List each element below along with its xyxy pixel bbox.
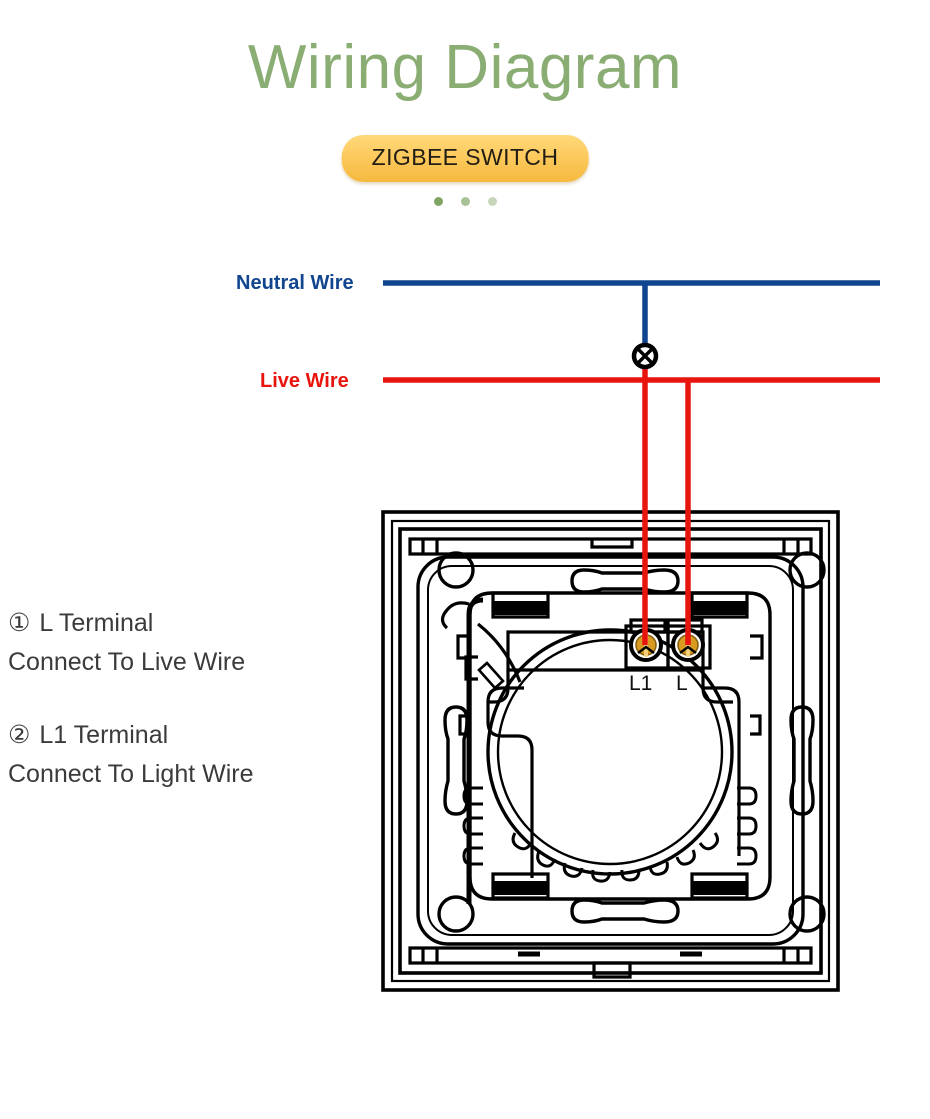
mechanism-frame [468, 591, 772, 901]
mechanism-side-tabs [456, 634, 764, 736]
instruction-2-line-2: Connect To Light Wire [8, 760, 254, 788]
screw-hole-top-left [437, 551, 475, 589]
instruction-list: ① L Terminal Connect To Live Wire ② L1 T… [8, 604, 378, 828]
page-title: Wiring Diagram [247, 33, 683, 102]
live-wire-label: Live Wire [260, 370, 349, 392]
mechanism-right-arm [737, 786, 758, 866]
instruction-item-2: ② L1 Terminal Connect To Light Wire [8, 716, 378, 794]
instruction-2-text-1: L1 Terminal [39, 721, 169, 749]
terminal-block-housing [477, 622, 741, 878]
screw-hole-bottom-left [437, 895, 475, 933]
instruction-2-marker: ② [8, 721, 33, 749]
slot-bottom-bone [570, 898, 680, 924]
instruction-1-line-1: ① L Terminal [8, 604, 378, 643]
instruction-item-1: ① L Terminal Connect To Live Wire [8, 604, 378, 682]
pagination-dot-1[interactable] [433, 197, 443, 206]
terminal-label-l1: L1 [629, 672, 653, 695]
lamp-cross-circle-icon [631, 342, 659, 370]
instruction-1-text-1: L Terminal [39, 609, 154, 637]
mechanism-clamps-bottom [491, 872, 749, 900]
instruction-2-line-1: ② L1 Terminal [8, 716, 378, 755]
pagination-dot-2[interactable] [460, 197, 470, 206]
live-wire-path [383, 366, 880, 645]
mechanism-clamps-top [491, 591, 749, 619]
mechanism-core-teeth [511, 832, 720, 883]
slot-right-vertical [789, 705, 815, 816]
instruction-1-line-2: Connect To Live Wire [8, 648, 246, 676]
wall-switch-illustration [381, 510, 840, 992]
switch-bottom-notch-bar [408, 946, 813, 979]
header: Wiring Diagram ZIGBEE SWITCH [0, 0, 930, 230]
screw-hole-bottom-right [788, 895, 826, 933]
neutral-wire-path [383, 280, 880, 346]
screw-hole-top-right [788, 551, 826, 589]
slot-top-bone [570, 568, 680, 594]
instruction-1-marker: ① [8, 609, 33, 637]
mechanism-core-inner [496, 638, 724, 866]
terminal-label-l: L [676, 672, 688, 695]
pagination-dot-3[interactable] [487, 197, 497, 206]
mechanism-left-arm [440, 597, 484, 904]
switch-frame-ring-2 [390, 519, 831, 983]
pagination-dots[interactable] [0, 197, 930, 206]
status-badge: ZIGBEE SWITCH [341, 135, 589, 182]
neutral-wire-label: Neutral Wire [236, 272, 354, 294]
switch-mount-plate-outer [416, 555, 805, 946]
switch-frame-ring-3 [398, 527, 823, 975]
switch-outer-frame [381, 510, 840, 992]
switch-top-notch-bar [408, 537, 813, 556]
